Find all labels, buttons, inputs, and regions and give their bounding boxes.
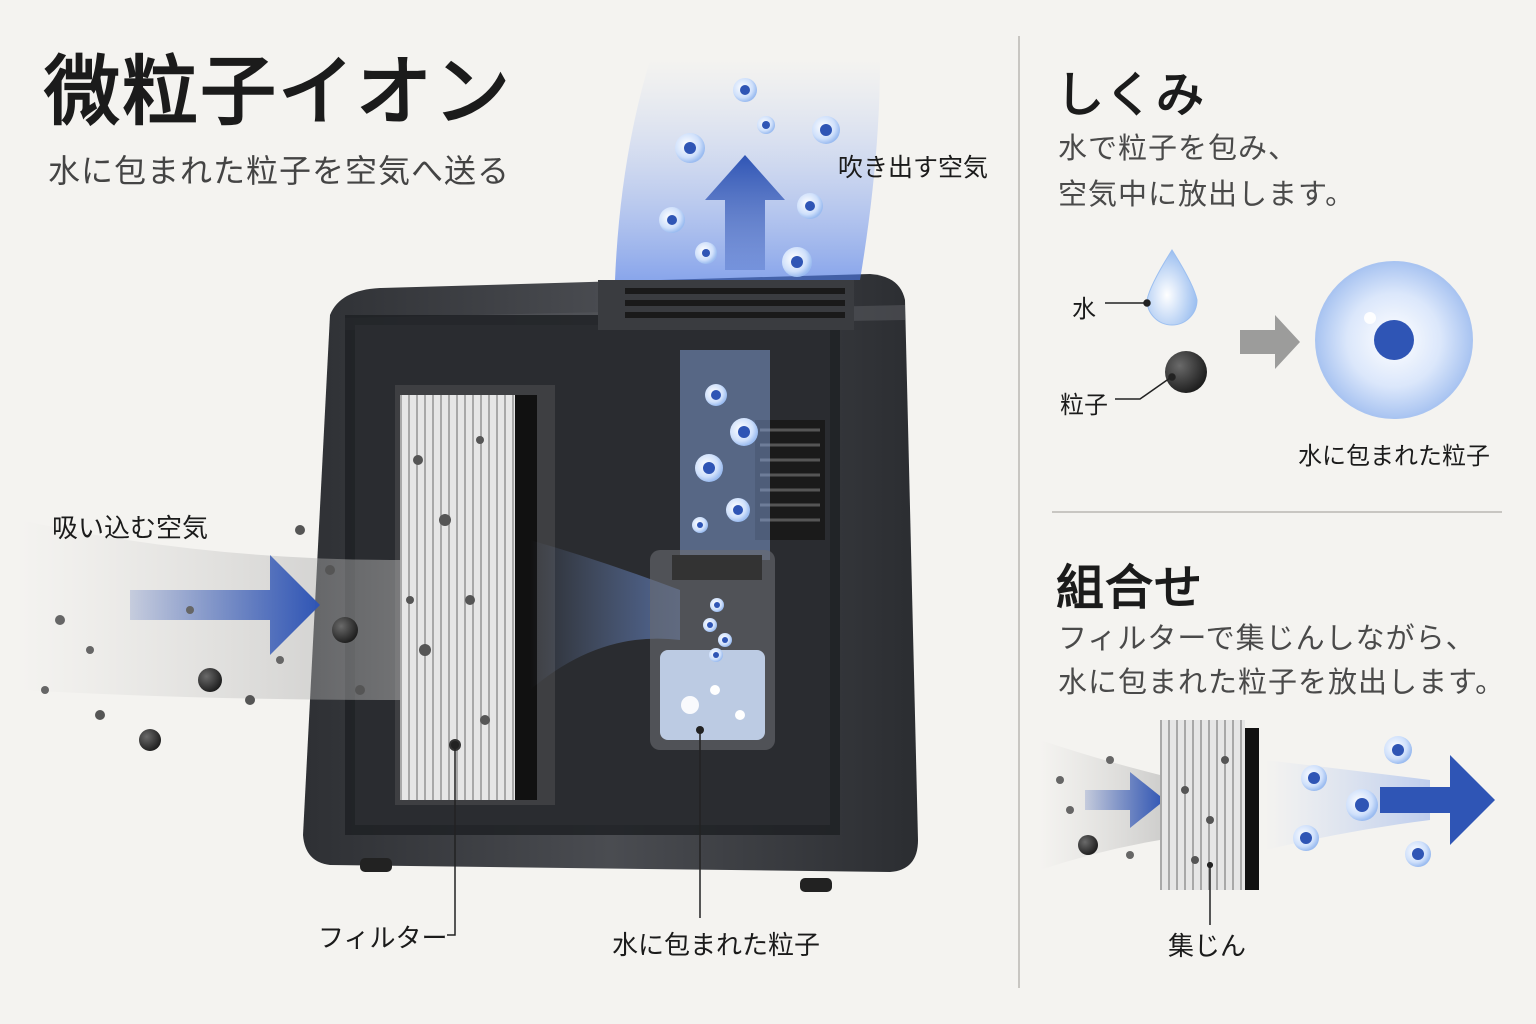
mechanism-title: しくみ [1056, 67, 1205, 123]
transform-arrow-icon [1240, 315, 1300, 369]
intake-arrow [130, 555, 320, 655]
outlet-arrow [705, 155, 785, 270]
fan-wheel [755, 420, 825, 540]
dust-leader-line [1207, 862, 1213, 925]
mechanism-description-line1: 水で粒子を包み、 [1058, 131, 1299, 165]
wrapped-particle-label: 水に包まれた粒子 [612, 931, 821, 961]
combination-description-line2: 水に包まれた粒子を放出します。 [1058, 665, 1506, 699]
internal-ions [692, 384, 758, 662]
dust-collection-label: 集じん [1168, 932, 1247, 962]
outlet-air-flow [615, 60, 880, 280]
combination-flow-diagram [1040, 720, 1495, 890]
filter-icon [1160, 720, 1259, 890]
particle-label: 粒子 [1060, 391, 1108, 419]
top-vent [598, 280, 854, 330]
horizontal-divider [1052, 511, 1502, 513]
filter-cartridge [395, 385, 555, 805]
combination-title: 組合せ [1056, 560, 1204, 616]
filter-label: フィルター [318, 924, 448, 954]
water-drop-icon [1146, 249, 1198, 326]
combination-description-line1: フィルターで集じんしながら、 [1058, 621, 1476, 655]
mechanism-leader-lines [1105, 299, 1176, 400]
page-title: 微粒子イオン [44, 47, 512, 136]
page-subtitle: 水に包まれた粒子を空気へ送る [48, 152, 511, 190]
water-label: 水 [1072, 295, 1096, 323]
mechanism-description-line2: 空気中に放出します。 [1058, 177, 1356, 211]
intake-air-label: 吸い込む空気 [52, 514, 209, 544]
outlet-air-label: 吹き出す空気 [838, 153, 989, 182]
vertical-divider [1018, 36, 1020, 988]
result-label: 水に包まれた粒子 [1298, 442, 1490, 470]
callout-lines [447, 726, 704, 936]
particle-icon [1165, 351, 1207, 393]
intake-air-flow [20, 520, 400, 751]
wrapped-particle-icon [1315, 261, 1473, 419]
